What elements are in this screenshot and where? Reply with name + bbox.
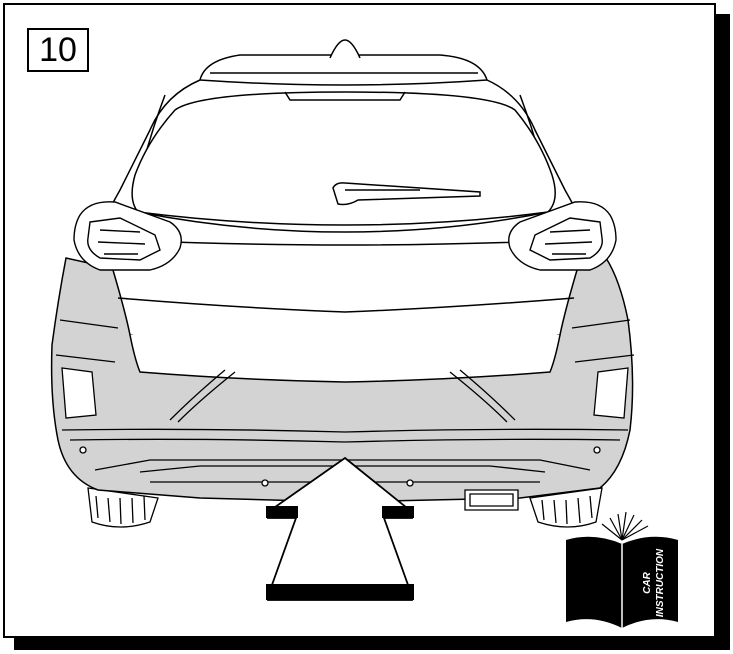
manual-label-line1: CAR [642,571,653,593]
step-number-badge: 10 [27,28,89,72]
open-book-icon: CAR INSTRUCTION [566,511,678,628]
up-arrow-icon [266,456,414,601]
car-body [89,39,601,383]
rear-tires [87,487,603,528]
exhaust-tip [464,489,519,511]
manual-label-line2: INSTRUCTION [655,548,666,617]
bumper-details [55,319,635,487]
step-number: 10 [39,31,77,69]
tail-lights [73,201,617,271]
